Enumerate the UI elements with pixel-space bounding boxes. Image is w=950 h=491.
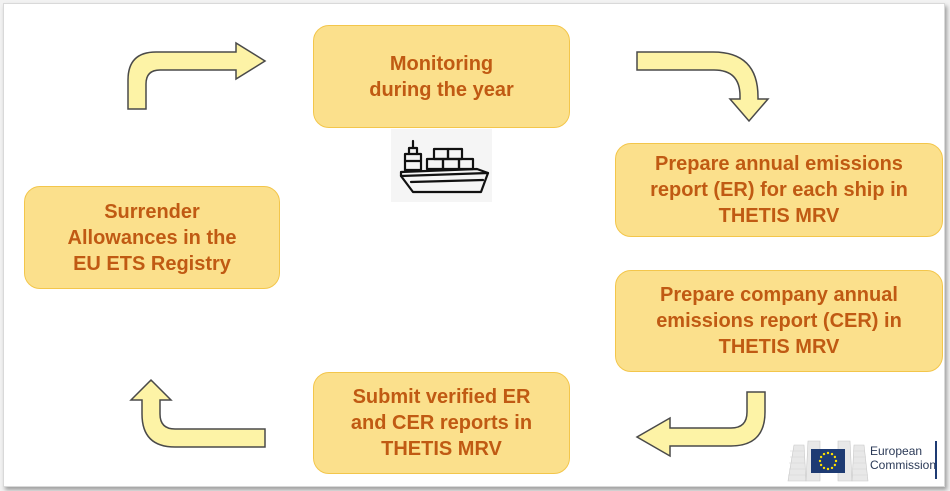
arrow-to-monitoring [127, 41, 267, 110]
european-commission-wordmark: European Commission [870, 444, 937, 472]
step-submit-reports-label: Submit verified ER and CER reports in TH… [350, 386, 533, 460]
step-monitoring-label: Monitoring during the year [369, 52, 514, 101]
step-surrender-allowances: Surrender Allowances in the EU ETS Regis… [24, 186, 280, 289]
step-monitoring: Monitoring during the year [313, 25, 570, 128]
step-prepare-cer-label: Prepare company annual emissions report … [656, 284, 902, 358]
logo-divider [935, 441, 937, 479]
arrow-to-submit [635, 391, 766, 458]
step-submit-reports: Submit verified ER and CER reports in TH… [313, 372, 570, 474]
step-prepare-er: Prepare annual emissions report (ER) for… [615, 143, 943, 237]
cargo-ship-icon [391, 129, 492, 202]
european-commission-logo [786, 437, 936, 483]
step-surrender-allowances-label: Surrender Allowances in the EU ETS Regis… [67, 200, 237, 275]
arrow-to-surrender [129, 378, 266, 448]
step-prepare-cer: Prepare company annual emissions report … [615, 270, 943, 372]
arrow-to-prepare-er [636, 51, 770, 123]
step-prepare-er-label: Prepare annual emissions report (ER) for… [650, 153, 908, 227]
